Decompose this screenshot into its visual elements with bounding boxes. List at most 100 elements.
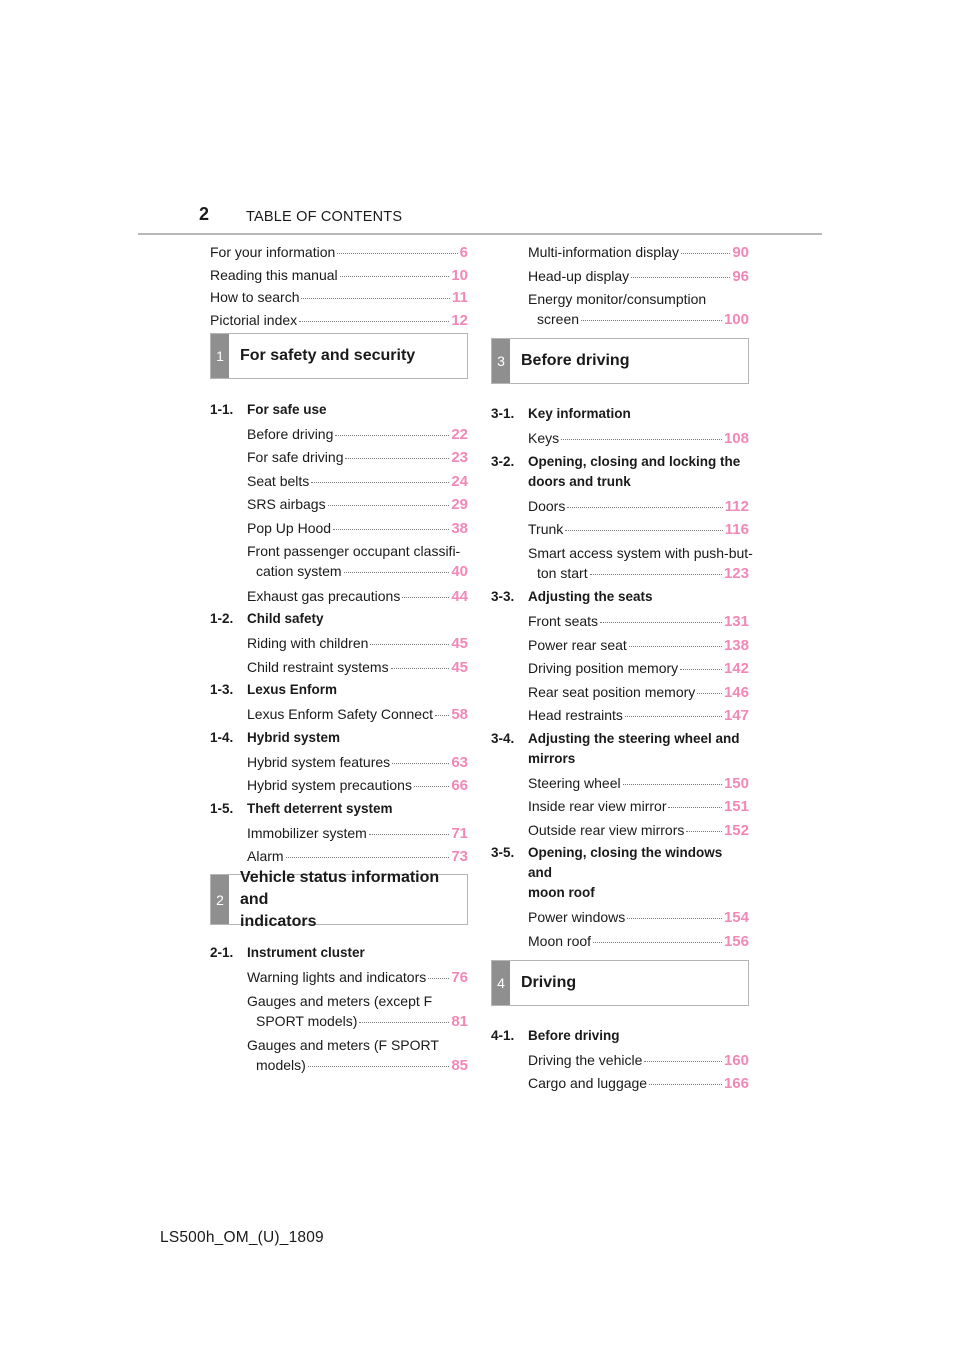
- page-ref[interactable]: 90: [732, 244, 749, 261]
- page-ref[interactable]: 160: [723, 1051, 749, 1069]
- page-ref[interactable]: 11: [452, 289, 468, 307]
- page-ref[interactable]: 96: [732, 267, 749, 285]
- section-heading[interactable]: 1-3.Lexus Enform: [210, 680, 468, 700]
- chapter-3-header[interactable]: 3 Before driving: [491, 338, 749, 384]
- page-ref[interactable]: 151: [723, 798, 749, 815]
- page-ref[interactable]: 146: [723, 683, 749, 701]
- section-heading[interactable]: 3-1.Key information: [491, 404, 749, 424]
- toc-entry[interactable]: Smart access system with push-but- ton s…: [528, 543, 753, 584]
- toc-entry[interactable]: Rear seat position memory 146: [528, 682, 749, 702]
- page-ref[interactable]: 44: [451, 587, 468, 605]
- page-ref[interactable]: 24: [451, 472, 468, 490]
- dot-leader: [333, 528, 450, 530]
- section-heading[interactable]: 1-1.For safe use: [210, 400, 468, 420]
- page-ref[interactable]: 29: [451, 496, 468, 514]
- page-ref[interactable]: 112: [724, 497, 749, 515]
- page-ref[interactable]: 152: [723, 821, 749, 839]
- page-ref[interactable]: 40: [451, 563, 468, 581]
- page-ref[interactable]: 73: [451, 848, 468, 866]
- page-ref[interactable]: 6: [459, 244, 468, 261]
- page-ref[interactable]: 63: [451, 753, 468, 771]
- page-ref[interactable]: 12: [451, 311, 468, 329]
- toc-entry[interactable]: Front passenger occupant classifi- catio…: [247, 541, 468, 582]
- page-ref[interactable]: 85: [451, 1057, 468, 1075]
- page-ref[interactable]: 100: [723, 311, 749, 328]
- entry-title: Rear seat position memory: [528, 683, 696, 700]
- page-ref[interactable]: 123: [723, 564, 749, 582]
- page-ref[interactable]: 147: [723, 707, 749, 724]
- chapter-4-header[interactable]: 4 Driving: [491, 959, 749, 1006]
- section-heading[interactable]: 3-3.Adjusting the seats: [491, 587, 749, 607]
- toc-entry[interactable]: Gauges and meters (F SPORT models)85: [247, 1035, 468, 1076]
- chapter-1-header[interactable]: 1 For safety and security: [210, 332, 468, 379]
- toc-entry[interactable]: Head-up display 96: [528, 266, 749, 286]
- chapter-2-header[interactable]: 2 Vehicle status information and indicat…: [210, 869, 468, 930]
- page-ref[interactable]: 116: [724, 521, 749, 538]
- page-ref[interactable]: 45: [451, 658, 468, 676]
- page-ref[interactable]: 81: [451, 1012, 468, 1030]
- page-ref[interactable]: 108: [723, 430, 749, 447]
- page-ref[interactable]: 166: [723, 1075, 749, 1092]
- section-heading[interactable]: 1-2.Child safety: [210, 609, 468, 629]
- page-ref[interactable]: 76: [451, 969, 468, 987]
- page-ref[interactable]: 71: [451, 824, 468, 842]
- section-heading[interactable]: 4-1.Before driving: [491, 1026, 749, 1046]
- page-ref[interactable]: 150: [723, 774, 749, 792]
- section-heading[interactable]: 2-1.Instrument cluster: [210, 943, 468, 963]
- page-ref[interactable]: 154: [723, 909, 749, 926]
- page-ref[interactable]: 45: [451, 635, 468, 653]
- page-ref[interactable]: 131: [723, 613, 749, 630]
- section-heading[interactable]: 1-4.Hybrid system: [210, 728, 468, 748]
- page-ref[interactable]: 23: [451, 449, 468, 467]
- section-heading[interactable]: 1-5.Theft deterrent system: [210, 799, 468, 819]
- entry-title: Head-up display: [528, 267, 630, 284]
- page-ref[interactable]: 156: [723, 932, 749, 950]
- page-ref[interactable]: 10: [451, 266, 468, 284]
- page-ref[interactable]: 58: [451, 706, 468, 724]
- page-ref[interactable]: 22: [451, 425, 468, 443]
- page-ref[interactable]: 66: [451, 777, 468, 795]
- toc-entry[interactable]: Gauges and meters (except F SPORT models…: [247, 991, 468, 1032]
- page-ref[interactable]: 38: [451, 519, 468, 537]
- section-title-line2: mirrors: [528, 750, 576, 766]
- page-ref[interactable]: 138: [723, 636, 749, 654]
- page-ref[interactable]: 142: [723, 660, 749, 677]
